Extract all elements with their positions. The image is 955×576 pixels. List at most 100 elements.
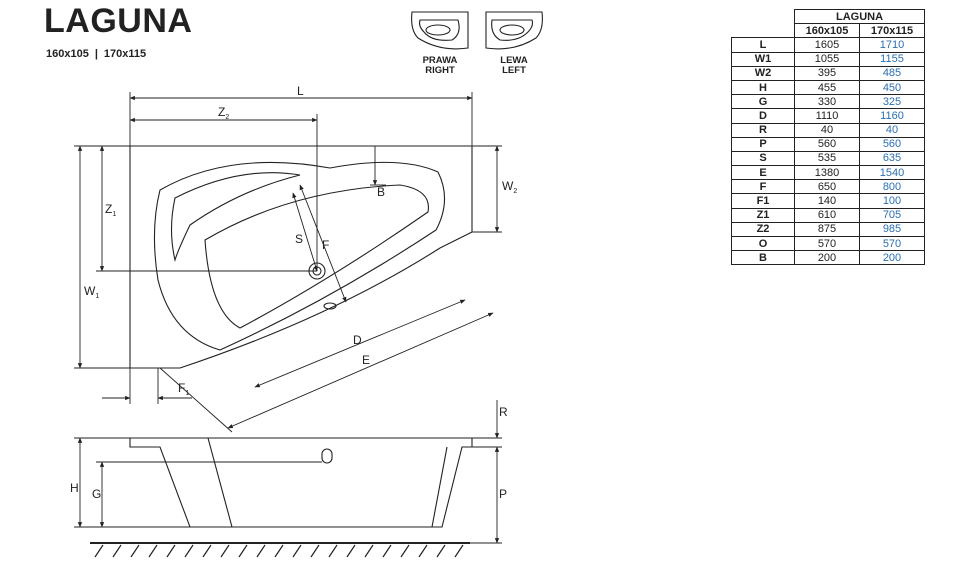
table-cell-label: P — [731, 136, 795, 152]
table-cell-a: 200 — [794, 250, 860, 266]
dim-label-w1: W1 — [84, 284, 99, 300]
bathtub-top-view — [129, 145, 473, 369]
dim-label-z2: Z2 — [218, 105, 229, 121]
dim-label-f: F — [322, 238, 329, 252]
table-cell-a: 875 — [794, 221, 860, 238]
table-cell-label: B — [731, 250, 795, 266]
table-cell-label: O — [731, 235, 795, 252]
table-cell-b: 1160 — [859, 108, 925, 124]
dim-label-l: L — [297, 84, 304, 98]
table-cell-b: 1155 — [859, 51, 925, 67]
table-cell-label: F — [731, 179, 795, 195]
orientation-left-icon — [485, 11, 543, 50]
table-cell-a: 650 — [794, 179, 860, 195]
table-cell-label: G — [731, 94, 795, 110]
table-col-a: 160x105 — [794, 23, 860, 39]
table-cell-a: 455 — [794, 79, 860, 96]
table-cell-b: 705 — [859, 207, 925, 223]
table-cell-label: E — [731, 165, 795, 181]
table-cell-label: Z1 — [731, 207, 795, 223]
table-cell-b: 200 — [859, 250, 925, 266]
dim-label-b: B — [377, 185, 385, 199]
table-cell-a: 1605 — [794, 37, 860, 53]
table-cell-b: 100 — [859, 193, 925, 209]
table-title: LAGUNA — [794, 8, 925, 25]
table-cell-b: 40 — [859, 122, 925, 138]
table-cell-a: 140 — [794, 193, 860, 209]
dimension-lines — [74, 92, 502, 544]
table-title-row: LAGUNA — [732, 8, 925, 25]
table-cell-label: L — [731, 37, 795, 53]
table-cell-label: W2 — [731, 65, 795, 81]
technical-drawing: L Z2 W2 Z1 W1 B S F D E F1 R H G P — [70, 11, 543, 558]
table-cell-a: 330 — [794, 94, 860, 110]
orientation-right-label: PRAWA RIGHT — [410, 56, 470, 76]
dim-label-d: D — [353, 333, 362, 347]
table-cell-b: 325 — [859, 94, 925, 110]
size-separator: | — [94, 48, 98, 60]
table-cell-label: Z2 — [731, 221, 795, 238]
orientation-right-en: RIGHT — [425, 65, 455, 76]
table-cell-label: D — [731, 108, 795, 124]
table-cell-a: 560 — [794, 136, 860, 152]
table-cell-a: 610 — [794, 207, 860, 223]
table-cell-a: 40 — [794, 122, 860, 138]
orientation-left-pl: LEWA — [500, 55, 528, 66]
table-cell-b: 450 — [859, 79, 925, 96]
bathtub-side-view — [90, 437, 473, 544]
table-cell-b: 985 — [859, 221, 925, 238]
table-cell-a: 395 — [794, 65, 860, 81]
product-title: LAGUNA — [44, 2, 193, 40]
dim-label-z1: Z1 — [105, 202, 116, 218]
product-sizes: 160x105 | 170x115 — [46, 48, 146, 60]
table-cell-label: R — [731, 122, 795, 138]
floor-hatch — [94, 544, 464, 558]
size-a: 160x105 — [46, 48, 89, 60]
dim-label-w2: W2 — [502, 179, 517, 195]
table-cell-label: S — [731, 150, 795, 167]
dim-label-h: H — [70, 481, 79, 495]
dim-label-r: R — [499, 405, 508, 419]
size-b: 170x115 — [103, 48, 147, 60]
table-cell-b: 560 — [859, 136, 925, 152]
table-cell-a: 570 — [794, 235, 860, 252]
table-cell-b: 800 — [859, 179, 925, 195]
dim-label-g: G — [92, 487, 101, 501]
table-cell-label: W1 — [731, 51, 795, 67]
dim-label-f1: F1 — [178, 381, 189, 397]
table-cell-a: 1110 — [794, 108, 860, 124]
dim-label-p: P — [499, 487, 507, 501]
orientation-left-label: LEWA LEFT — [484, 56, 544, 76]
table-cell-a: 1380 — [794, 165, 860, 181]
orientation-right-pl: PRAWA — [422, 55, 458, 66]
orientation-right-icon — [411, 11, 469, 50]
table-cell-b: 1540 — [859, 165, 925, 181]
orientation-left-en: LEFT — [502, 65, 526, 76]
table-cell-a: 1055 — [794, 51, 860, 67]
table-header-row: 160x105 170x115 — [732, 23, 925, 39]
table-cell-b: 635 — [859, 150, 925, 167]
table-cell-b: 570 — [859, 235, 925, 252]
table-cell-a: 535 — [794, 150, 860, 167]
table-cell-b: 485 — [859, 65, 925, 81]
table-cell-b: 1710 — [859, 37, 925, 53]
table-cell-label: F1 — [731, 193, 795, 209]
table-cell-label: H — [731, 79, 795, 96]
